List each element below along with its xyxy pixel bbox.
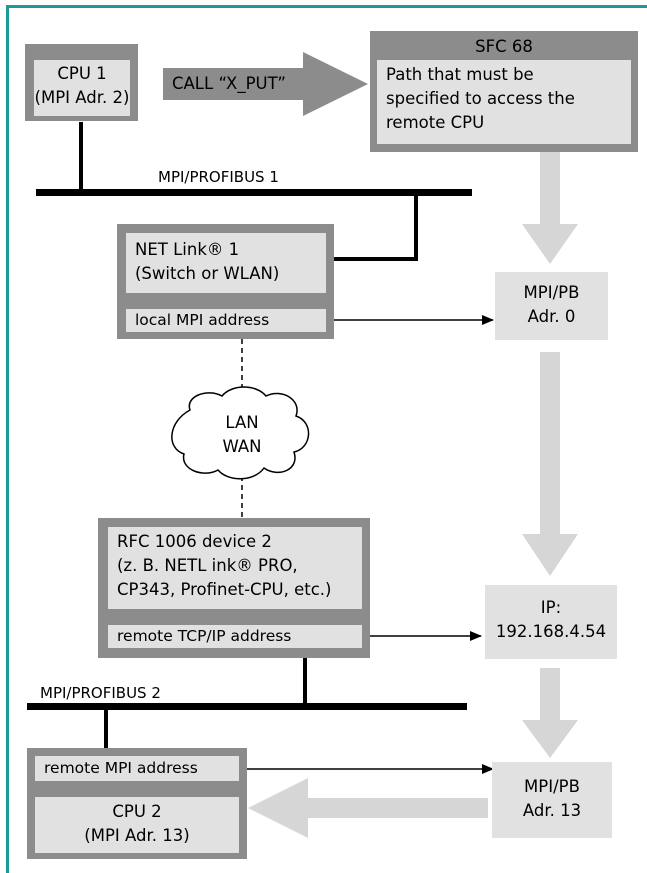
cpu1-address: (MPI Adr. 2) xyxy=(34,88,130,107)
bus2-label: MPI/PROFIBUS 2 xyxy=(40,684,161,702)
path-arrow-2 xyxy=(522,352,578,576)
rfc1006-description-line: RFC 1006 device 2 xyxy=(117,532,272,551)
mpi-pb-adr13-line2: Adr. 13 xyxy=(522,801,582,820)
cpu1-name: CPU 1 xyxy=(57,64,107,83)
call-arrow xyxy=(163,52,368,116)
cpu2-address: (MPI Adr. 13) xyxy=(84,826,190,845)
local-mpi-address-label: local MPI address xyxy=(135,311,270,329)
ip-label: IP: xyxy=(540,598,562,617)
mpi-pb-adr0-line2: Adr. 0 xyxy=(527,307,576,326)
sfc68-description-line: remote CPU xyxy=(386,113,485,132)
bus1-label: MPI/PROFIBUS 1 xyxy=(158,168,279,186)
mpi-pb-adr13-box: MPI/PB Adr. 13 xyxy=(492,762,612,838)
mpi-pb-adr0-box: MPI/PB Adr. 0 xyxy=(495,272,608,340)
rfc1006-description-line: CP343, Profinet-CPU, etc.) xyxy=(117,580,332,599)
cpu2-name: CPU 2 xyxy=(112,802,162,821)
call-label: CALL “X_PUT” xyxy=(172,74,286,93)
cpu2-box: CPU 2 (MPI Adr. 13) xyxy=(35,797,239,853)
ip-value: 192.168.4.54 xyxy=(495,622,607,641)
mpi-pb-adr13-line1: MPI/PB xyxy=(524,777,580,796)
rfc1006-box: RFC 1006 device 2 (z. B. NETL ink® PRO, … xyxy=(108,527,362,609)
sfc68-description-line: specified to access the xyxy=(386,89,575,108)
path-arrow-3 xyxy=(522,668,578,758)
local-mpi-address-field: local MPI address xyxy=(126,309,326,332)
rfc1006-description-line: (z. B. NETL ink® PRO, xyxy=(117,556,298,575)
netlink1-mode: (Switch or WLAN) xyxy=(135,264,280,283)
remote-mpi-address-field: remote MPI address xyxy=(35,756,239,781)
mpi-pb-adr0-line1: MPI/PB xyxy=(523,283,580,302)
lan-wan-cloud-icon xyxy=(171,386,310,480)
cloud-lan-label: LAN xyxy=(225,413,259,432)
netlink1-box: NET Link® 1 (Switch or WLAN) xyxy=(126,233,326,293)
path-arrow-1 xyxy=(522,152,578,264)
remote-mpi-address-label: remote MPI address xyxy=(44,759,198,777)
frame-left-border xyxy=(6,5,9,873)
sfc68-title: SFC 68 xyxy=(475,37,533,56)
cloud-wan-label: WAN xyxy=(222,437,262,456)
return-arrow xyxy=(248,778,488,838)
sfc68-description-box: Path that must be specified to access th… xyxy=(377,60,631,144)
frame-top-border xyxy=(6,5,647,8)
remote-tcpip-address-label: remote TCP/IP address xyxy=(117,627,292,645)
cpu1-box: CPU 1 (MPI Adr. 2) xyxy=(34,60,130,116)
sfc68-description-line: Path that must be xyxy=(386,65,534,84)
bus1-line xyxy=(36,189,472,196)
bus2-line xyxy=(27,703,467,710)
netlink1-name: NET Link® 1 xyxy=(135,240,240,259)
remote-tcpip-address-field: remote TCP/IP address xyxy=(108,625,362,648)
ip-address-box: IP: 192.168.4.54 xyxy=(485,585,617,659)
